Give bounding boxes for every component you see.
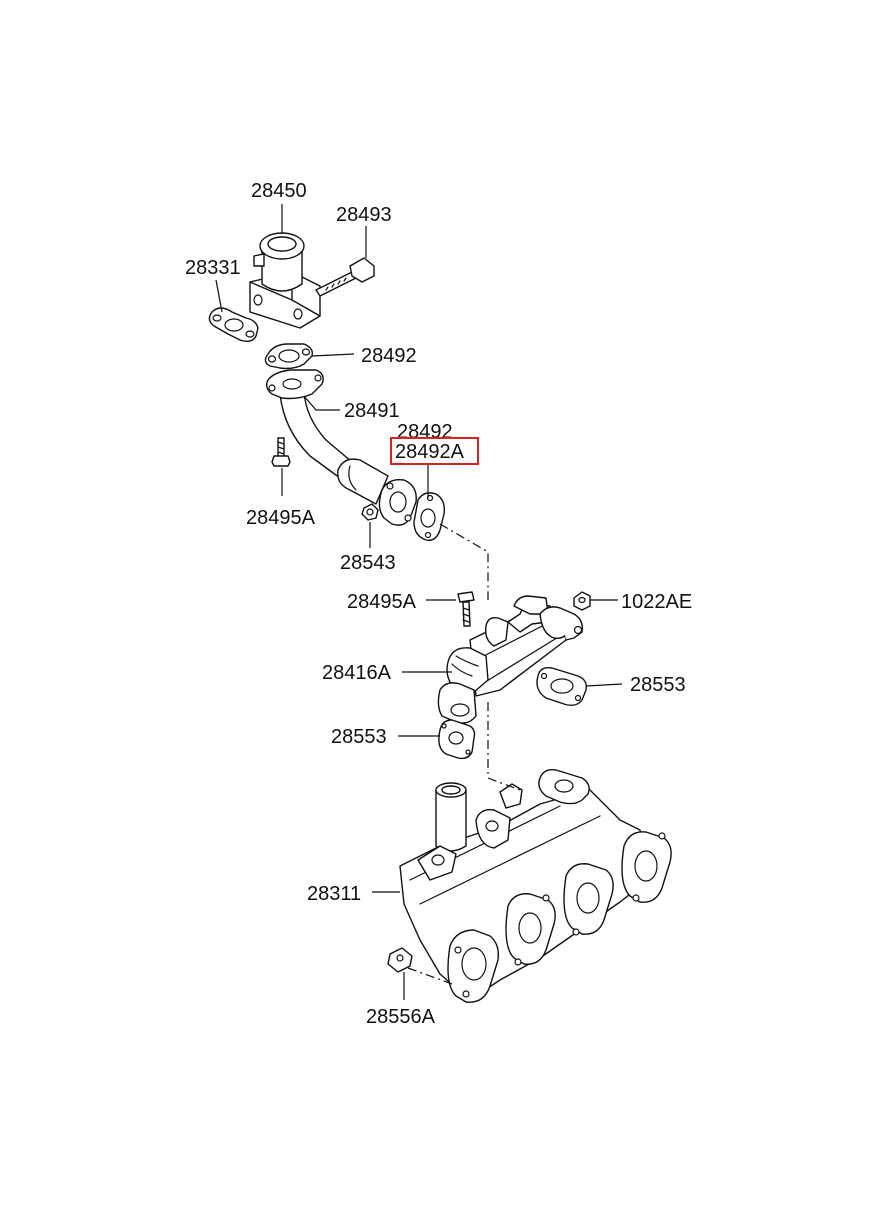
label-28543[interactable]: 28543 [340,552,396,574]
gasket-28331-part[interactable] [208,307,259,343]
label-28491[interactable]: 28491 [344,400,400,422]
label-28492A[interactable]: 28492A [395,441,465,463]
label-1022AE[interactable]: 1022AE [621,591,692,613]
label-28492-upper[interactable]: 28492 [361,345,417,367]
label-28311[interactable]: 28311 [307,883,361,905]
assembly-lines [407,523,521,985]
label-28553-right[interactable]: 28553 [630,674,686,696]
gasket-28492-upper-part[interactable] [264,343,314,370]
nut-1022AE-part[interactable] [573,591,591,611]
label-28331[interactable]: 28331 [185,257,241,279]
label-28450[interactable]: 28450 [251,180,307,202]
exhaust-manifold-28311-part[interactable] [399,768,672,1003]
gasket-28492A-part[interactable] [413,492,446,541]
label-28493[interactable]: 28493 [336,204,392,226]
gasket-28553-right-part[interactable] [536,666,588,707]
label-28495A-left[interactable]: 28495A [246,507,316,529]
egr-valve-part[interactable] [249,232,321,329]
label-28553-left[interactable]: 28553 [331,726,387,748]
egr-pipe-28491-part[interactable] [265,369,417,526]
nut-28543-part[interactable] [361,503,379,521]
label-28492-lower[interactable]: 28492 [397,421,453,443]
gasket-28553-left-part[interactable] [438,719,476,760]
bolt-28493-part[interactable] [315,257,375,297]
egr-cooler-28416A-part[interactable] [437,595,584,724]
label-28495A-middle[interactable]: 28495A [347,591,417,613]
nut-28556A-part[interactable] [387,947,413,973]
label-28416A[interactable]: 28416A [322,662,392,684]
highlight-box [390,437,479,465]
bolt-28495A-left-part[interactable] [271,437,291,467]
bolt-28495A-middle-part[interactable] [457,591,475,627]
leader-lines [215,204,623,1000]
label-28556A[interactable]: 28556A [366,1006,436,1028]
